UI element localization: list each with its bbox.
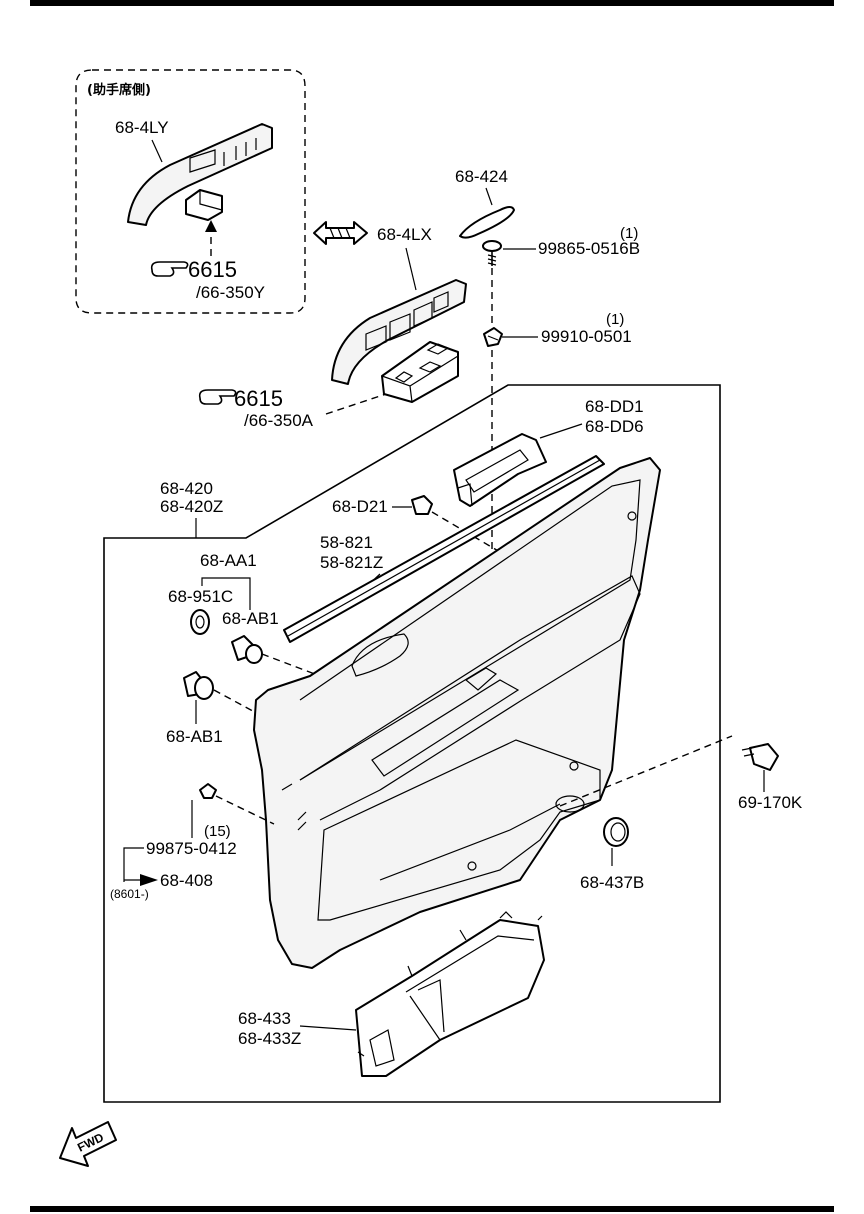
label-68-D21[interactable]: 68-D21	[332, 497, 388, 516]
reference-hand-icon-2	[198, 389, 237, 405]
label-68-433[interactable]: 68-433	[238, 1009, 291, 1028]
clip-68-AB1-upper[interactable]	[231, 635, 263, 664]
label-58-821[interactable]: 58-821	[320, 533, 373, 552]
label-68-DD1[interactable]: 68-DD1	[585, 397, 644, 416]
washer-68-951C[interactable]	[190, 609, 210, 635]
label-99875-qty: (15)	[204, 823, 231, 840]
label-99865-0516B[interactable]: 99865-0516B	[538, 239, 640, 258]
label-68-408[interactable]: 68-408	[160, 871, 213, 890]
label-68-AB1-lower[interactable]: 68-AB1	[166, 727, 223, 746]
label-68-DD6[interactable]: 68-DD6	[585, 417, 644, 436]
cap-68-437B[interactable]	[603, 817, 629, 847]
label-68-4LX[interactable]: 68-4LX	[377, 225, 432, 244]
inset-ref-number[interactable]: 6615	[188, 257, 237, 282]
main-assembly-frame	[103, 384, 721, 1103]
label-58-821Z[interactable]: 58-821Z	[320, 553, 383, 572]
label-99875-0412[interactable]: 99875-0412	[146, 839, 237, 858]
label-8601: (8601-)	[110, 887, 149, 901]
clip-99910[interactable]	[483, 327, 503, 347]
lamp-69-170K[interactable]	[741, 743, 779, 771]
passenger-side-inset: (助手席側) 68-4LY 6615 /66-350Y	[75, 69, 306, 314]
inner-handle-68-DD1[interactable]	[453, 433, 547, 507]
label-68-424[interactable]: 68-424	[455, 167, 508, 186]
screw-99875-0412[interactable]	[199, 783, 217, 799]
label-99865-qty: (1)	[620, 225, 638, 242]
label-68-951C[interactable]: 68-951C	[168, 587, 233, 606]
label-99910-qty: (1)	[606, 311, 624, 328]
label-69-170K[interactable]: 69-170K	[738, 793, 803, 812]
label-68-433Z[interactable]: 68-433Z	[238, 1029, 301, 1048]
forward-direction-icon: FWD	[59, 1121, 117, 1167]
clip-68-D21[interactable]	[411, 495, 433, 515]
label-99910-0501[interactable]: 99910-0501	[541, 327, 632, 346]
door-trim-panel-68-420[interactable]	[253, 457, 661, 969]
clip-68-AB1-lower[interactable]	[183, 671, 214, 700]
screw-99865[interactable]	[482, 240, 502, 266]
inset-caption: (助手席側)	[87, 82, 151, 98]
power-window-switch[interactable]	[381, 341, 459, 403]
label-68-AA1[interactable]: 68-AA1	[200, 551, 257, 570]
inset-ref-sub[interactable]: /66-350Y	[196, 283, 265, 302]
door-pocket-68-433[interactable]	[355, 911, 545, 1077]
label-68-AB1-upper[interactable]: 68-AB1	[222, 609, 279, 628]
reference-hand-icon	[150, 261, 189, 277]
label-68-437B[interactable]: 68-437B	[580, 873, 644, 892]
inset-dashed-outline	[75, 69, 306, 314]
bottom-border	[30, 1206, 834, 1212]
label-68-420[interactable]: 68-420	[160, 479, 213, 498]
trim-piece-68-424[interactable]	[459, 206, 515, 239]
top-border	[30, 0, 834, 6]
ref-sub-66-350A[interactable]: /66-350A	[244, 411, 314, 430]
ref-number-6615[interactable]: 6615	[234, 386, 283, 411]
label-68-4LY[interactable]: 68-4LY	[115, 118, 169, 137]
label-68-420Z[interactable]: 68-420Z	[160, 497, 223, 516]
